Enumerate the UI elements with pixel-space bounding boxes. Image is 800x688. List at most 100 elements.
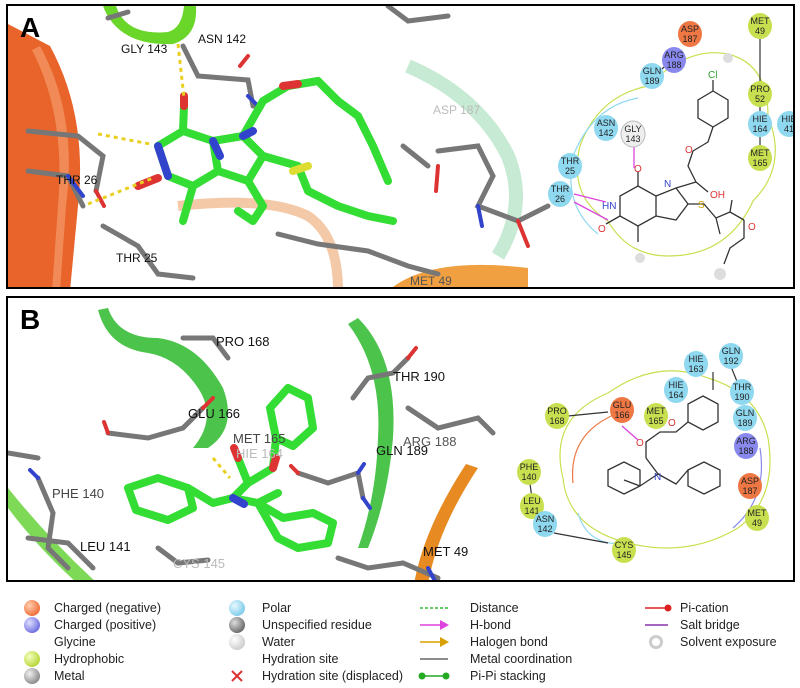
svg-text:MET: MET: [748, 508, 768, 518]
svg-text:PHE: PHE: [520, 462, 539, 472]
legend-label-glycine: Glycine: [54, 635, 96, 649]
legend-halogen-icon: [420, 637, 449, 647]
svg-text:ASP: ASP: [681, 24, 699, 34]
svg-text:GLN: GLN: [643, 66, 662, 76]
svg-text:CYS: CYS: [615, 540, 634, 550]
svg-text:THR: THR: [733, 382, 752, 392]
svg-text:49: 49: [755, 26, 765, 36]
legend-water-icon: [229, 634, 245, 650]
orange-ribbon-b: [414, 464, 478, 580]
panel-b-letter: B: [20, 304, 41, 335]
svg-text:GLN: GLN: [736, 408, 755, 418]
label-3d-met49: MET 49: [423, 544, 468, 559]
panel-a-2d-diagram: Cl O OH S O HN N O O: [548, 13, 795, 280]
svg-text:145: 145: [616, 550, 631, 560]
atom-s: S: [698, 200, 705, 211]
svg-text:190: 190: [734, 392, 749, 402]
legend-hbond-icon: [420, 620, 449, 630]
svg-text:52: 52: [755, 94, 765, 104]
legend-label-hbond: H-bond: [470, 618, 511, 632]
label-3d-thr190: THR 190: [393, 369, 445, 384]
svg-text:ASN: ASN: [597, 118, 616, 128]
label-3d-met165: MET 165: [233, 431, 286, 446]
atom-o-ester: O: [748, 222, 756, 233]
atom-oh: OH: [710, 190, 725, 201]
legend-label-unspecified: Unspecified residue: [262, 618, 372, 632]
legend-label-polar: Polar: [262, 601, 292, 615]
svg-text:188: 188: [738, 446, 753, 456]
label-3d-glu166: GLU 166: [188, 406, 240, 421]
svg-text:141: 141: [524, 506, 539, 516]
svg-text:GLN: GLN: [722, 346, 741, 356]
label-3d-thr26: THR 26: [56, 173, 98, 187]
svg-text:165: 165: [752, 158, 767, 168]
atom-o-low: O: [598, 224, 606, 235]
legend-label-water: Water: [262, 635, 295, 649]
label-3d-thr25: THR 25: [116, 251, 158, 265]
legend-label-hydration-site: Hydration site: [262, 652, 339, 666]
svg-text:MET: MET: [751, 148, 771, 158]
label-3d-met49: MET 49: [410, 274, 452, 288]
svg-text:25: 25: [565, 166, 575, 176]
legend-charged-positive-icon: [24, 617, 40, 633]
legend-hydrophobic-icon: [24, 651, 40, 667]
legend-unspecified-icon: [229, 617, 245, 633]
label-3d-asn142: ASN 142: [198, 32, 246, 46]
svg-text:HIE: HIE: [688, 354, 703, 364]
svg-text:189: 189: [644, 76, 659, 86]
orange-coil: [393, 264, 528, 287]
legend-label-metal: Metal: [54, 669, 85, 683]
atom-o-ether: O: [685, 145, 693, 156]
legend-polar-icon: [229, 600, 245, 616]
orange-ribbon-highlight: [32, 46, 69, 287]
svg-text:GLU: GLU: [613, 400, 632, 410]
green-ribbon-bottom: [8, 488, 94, 580]
svg-text:ARG: ARG: [736, 436, 756, 446]
legend-pication-icon: [645, 604, 672, 612]
svg-text:HIE: HIE: [781, 114, 795, 124]
svg-text:HIE: HIE: [752, 114, 767, 124]
svg-text:41: 41: [784, 124, 794, 134]
background-loop: [177, 197, 343, 287]
atom-b-o-ether: O: [668, 418, 676, 429]
svg-text:143: 143: [625, 134, 640, 144]
svg-text:187: 187: [682, 34, 697, 44]
panel-a: GLY 143 ASN 142 THR 26 THR 25 ASP 187 ME…: [6, 4, 795, 289]
svg-text:ARG: ARG: [664, 50, 684, 60]
label-3d-asp187: ASP 187: [433, 103, 480, 117]
legend-label-distance: Distance: [470, 601, 519, 615]
label-3d-hie164: HIE 164: [236, 446, 283, 461]
label-3d-leu141: LEU 141: [80, 539, 131, 554]
svg-text:ASN: ASN: [536, 514, 555, 524]
label-3d-arg188: ARG 188: [403, 434, 456, 449]
legend-label-charged-negative: Charged (negative): [54, 601, 162, 615]
svg-text:THR: THR: [551, 184, 570, 194]
label-3d-phe140: PHE 140: [52, 486, 104, 501]
atom-b-n: N: [654, 472, 661, 483]
svg-text:HIE: HIE: [668, 380, 683, 390]
legend-charged-negative-icon: [24, 600, 40, 616]
legend-label-solvent: Solvent exposure: [680, 635, 777, 649]
svg-text:MET: MET: [751, 16, 771, 26]
svg-text:165: 165: [648, 416, 663, 426]
label-3d-pro168: PRO 168: [216, 334, 269, 349]
